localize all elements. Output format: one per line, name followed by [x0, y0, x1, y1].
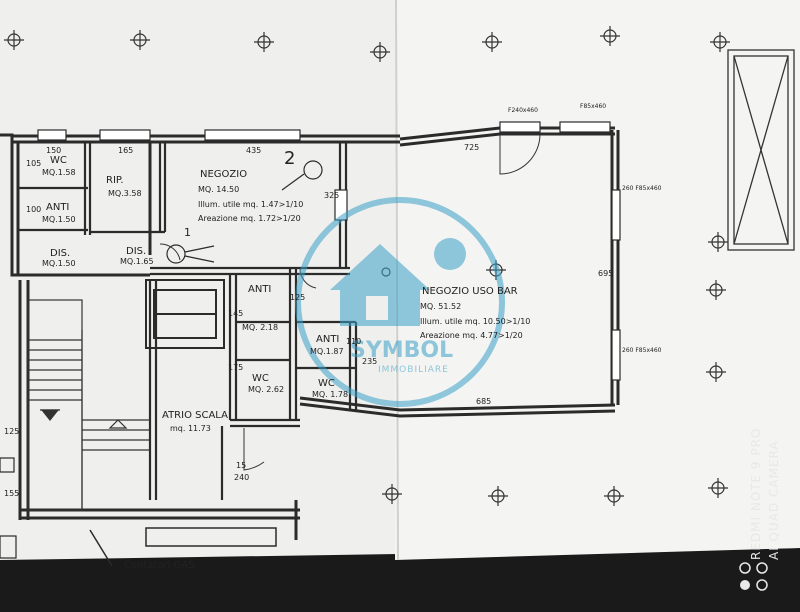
room-anti3-area: MQ.1.87 — [310, 347, 344, 356]
dim-150: 150 — [46, 146, 61, 155]
staircase — [27, 299, 150, 511]
room-wc3-area: MQ. 1.78 — [312, 390, 348, 399]
elevator — [145, 279, 225, 349]
room-anti2-name: ANTI — [248, 284, 271, 295]
dim-145: 145 — [228, 309, 243, 318]
dim-685: 685 — [476, 397, 491, 406]
window-tag-f85: F85x460 — [580, 103, 606, 110]
dim-325: 325 — [324, 191, 339, 200]
column-markers-top — [4, 26, 730, 62]
room-negozio2-illum: Illum. utile mq. 10.50>1/10 — [420, 317, 530, 326]
camera-line2: AI QUAD CAMERA — [767, 440, 781, 560]
gas-label: Contatori GAS — [124, 560, 195, 571]
watermark-logo — [295, 197, 505, 407]
room-wc2-name: WC — [252, 373, 269, 384]
room-dis2-area: MQ.1.65 — [120, 257, 154, 266]
room-negozio2-name: NEGOZIO USO BAR — [422, 286, 518, 297]
watermark-sub: IMMOBILIARE — [378, 365, 449, 375]
room-wc2-area: MQ. 2.62 — [248, 385, 284, 394]
left-edge-elements — [0, 457, 17, 559]
room-anti3-name: ANTI — [316, 334, 339, 345]
dim-165: 165 — [118, 146, 133, 155]
room-dis1-area: MQ.1.50 — [42, 259, 76, 268]
room-atrio-area: mq. 11.73 — [170, 424, 211, 433]
room-wc1-area: MQ.1.58 — [42, 168, 76, 177]
dim-695: 695 — [598, 269, 613, 278]
room-anti1-name: ANTI — [46, 202, 69, 213]
window-tag-f240: F240x460 — [508, 107, 538, 114]
room-negozio1-name: NEGOZIO — [200, 169, 247, 180]
room-negozio1-area: MQ. 14.50 — [198, 185, 239, 194]
windows — [37, 121, 621, 381]
room-rip-name: RIP. — [106, 175, 124, 186]
dim-110: 110 — [346, 337, 361, 346]
marker-2: 2 — [284, 148, 295, 169]
room-wc1-name: WC — [50, 155, 67, 166]
dim-105: 105 — [26, 159, 41, 168]
room-wc3-name: WC — [318, 378, 335, 389]
window-tag-right2: 260 F85x460 — [622, 347, 662, 354]
room-rip-area: MQ.3.58 — [108, 189, 142, 198]
room-atrio-name: ATRIO SCALA — [162, 410, 228, 421]
room-anti2-area: MQ. 2.18 — [242, 323, 278, 332]
room-dis1-name: DIS. — [50, 248, 70, 259]
column-markers-right — [381, 232, 728, 506]
watermark-brand: SYMBOL — [350, 338, 453, 363]
dim-175: 175 — [228, 363, 243, 372]
view-markers — [166, 160, 323, 264]
dim-155-left: 155 — [4, 489, 19, 498]
room-anti1-area: MQ.1.50 — [42, 215, 76, 224]
room-negozio1-illum: Illum. utile mq. 1.47>1/10 — [198, 200, 303, 209]
dim-125-left: 125 — [4, 427, 19, 436]
room-negozio2-aeraz: Areazione mq. 4.77>1/20 — [420, 331, 523, 340]
paper-right-half — [395, 0, 800, 560]
room-negozio2-area: MQ. 51.52 — [420, 302, 461, 311]
room-negozio1-aeraz: Areazione mq. 1.72>1/20 — [198, 214, 301, 223]
window-tag-right1: 260 F85x460 — [622, 185, 662, 192]
balcony — [727, 49, 795, 251]
dim-125: 125 — [290, 293, 305, 302]
dim-15: 15 — [236, 461, 246, 470]
dim-235: 235 — [362, 357, 377, 366]
room-dis2-name: DIS. — [126, 246, 146, 257]
dim-435: 435 — [246, 146, 261, 155]
marker-1: 1 — [184, 226, 191, 239]
camera-watermark: REDMI NOTE 9 PRO AI QUAD CAMERA — [749, 428, 781, 560]
dim-100: 100 — [26, 205, 41, 214]
gas-box — [89, 527, 277, 567]
dim-240: 240 — [234, 473, 249, 482]
camera-dots-icon — [739, 562, 768, 591]
dim-725: 725 — [464, 143, 479, 152]
camera-line1: REDMI NOTE 9 PRO — [749, 428, 763, 560]
